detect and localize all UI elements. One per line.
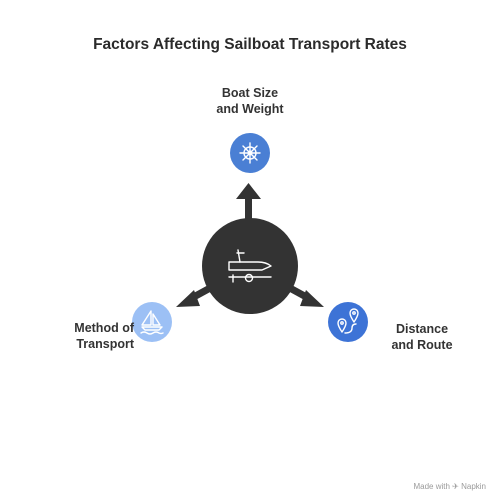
label-method-line2: Transport — [76, 337, 134, 351]
map-route-icon — [337, 308, 359, 334]
label-boat-size: Boat Size and Weight — [190, 85, 310, 117]
label-distance: Distance and Route — [374, 321, 470, 353]
arrow-to-boat-size — [236, 183, 261, 232]
node-distance — [328, 302, 368, 342]
label-method-line1: Method of — [74, 321, 134, 335]
label-method: Method of Transport — [38, 320, 134, 352]
node-distance-circle — [328, 302, 368, 342]
ship-wheel-icon — [239, 142, 261, 164]
napkin-watermark: Made with ✈ Napkin — [413, 482, 486, 491]
arrow-to-distance — [286, 283, 324, 307]
label-boat-size-line2: and Weight — [216, 102, 284, 116]
sailboat-icon — [140, 310, 164, 335]
center-hub — [202, 218, 298, 314]
label-boat-size-line1: Boat Size — [221, 86, 279, 100]
arrow-to-method — [176, 283, 214, 307]
node-method — [132, 302, 172, 342]
node-method-circle — [132, 302, 172, 342]
diagram-title: Factors Affecting Sailboat Transport Rat… — [93, 36, 407, 53]
boat-trailer-icon — [228, 249, 272, 283]
label-distance-line2: and Route — [391, 338, 453, 352]
label-distance-line1: Distance — [395, 322, 449, 336]
node-boat-size — [230, 133, 270, 173]
